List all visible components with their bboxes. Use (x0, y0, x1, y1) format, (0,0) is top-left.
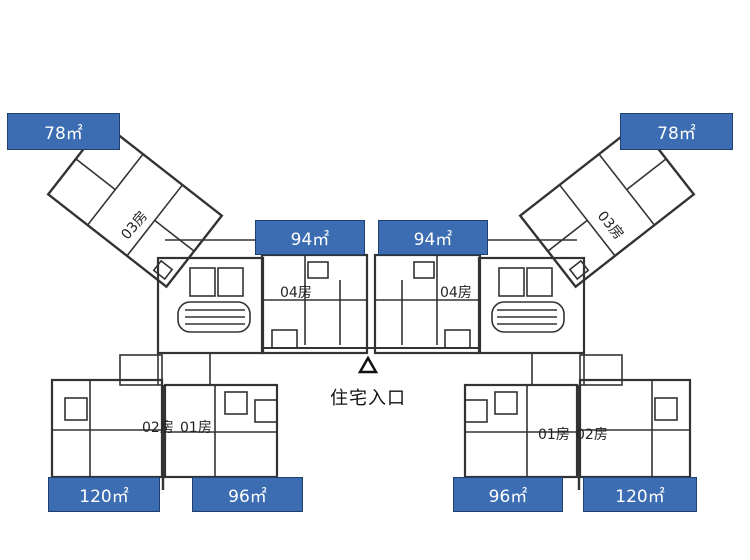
area-label-04-right: 94㎡ (378, 220, 488, 255)
room-label-02-left: 02房 (142, 420, 174, 436)
area-label-04-left: 94㎡ (255, 220, 365, 255)
entrance-triangle-icon (357, 355, 379, 374)
room-label-02-right: 02房 (576, 427, 608, 443)
entrance-label: 住宅入口 (330, 388, 406, 409)
area-label-02-left: 120㎡ (48, 477, 160, 512)
area-label-02-right: 120㎡ (583, 477, 697, 512)
area-label-03-right: 78㎡ (620, 113, 733, 150)
room-label-04-right: 04房 (440, 285, 472, 301)
room-label-04-left: 04房 (280, 285, 312, 301)
area-label-01-right: 96㎡ (453, 477, 563, 512)
room-label-01-left: 01房 (180, 420, 212, 436)
room-label-01-right: 01房 (538, 427, 570, 443)
right-wing (373, 122, 696, 492)
area-label-01-left: 96㎡ (192, 477, 303, 512)
area-label-03-left: 78㎡ (7, 113, 120, 150)
